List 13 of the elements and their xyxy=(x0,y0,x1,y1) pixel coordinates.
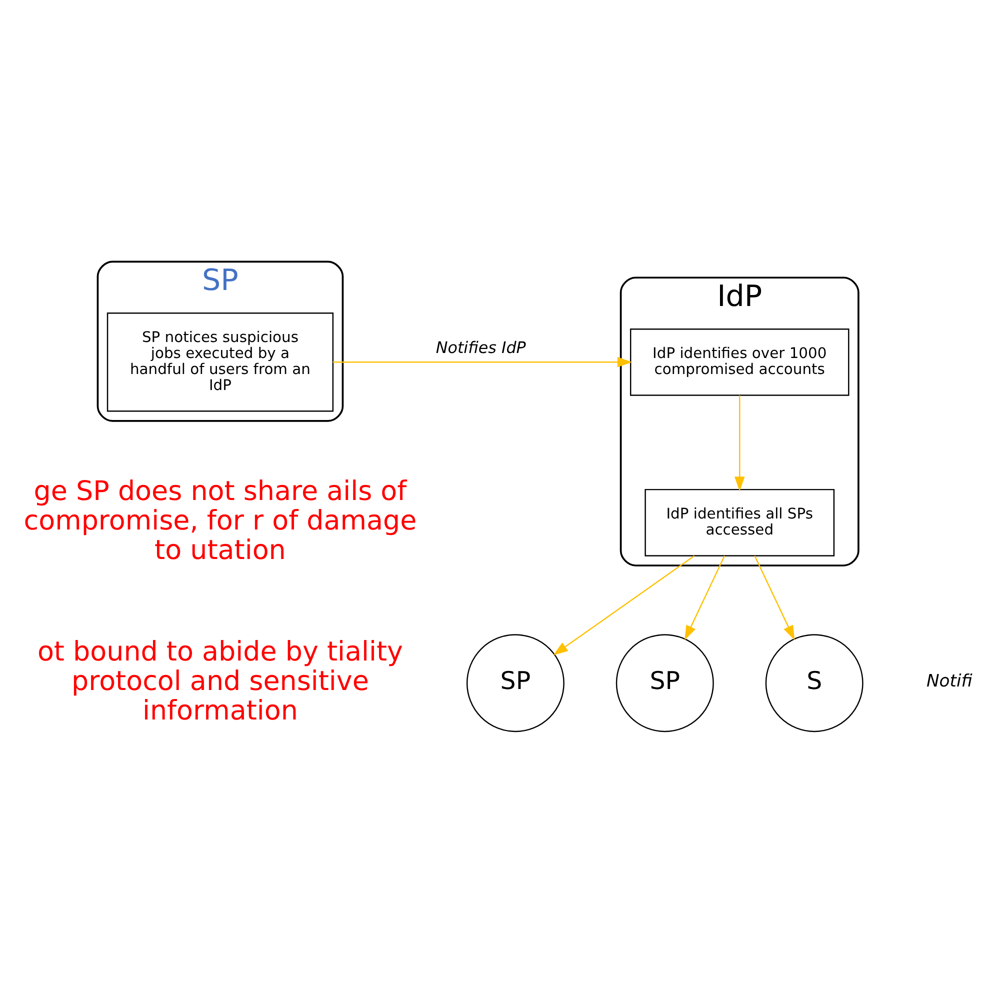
label: Notifi xyxy=(926,670,972,691)
node-circle: S xyxy=(765,634,864,732)
arrow xyxy=(553,554,695,655)
arrow xyxy=(332,356,632,367)
edge-label: Notifies IdP xyxy=(436,337,526,356)
node-box: IdP identifies all SPs accessed xyxy=(644,488,835,556)
label: ot bound to abide by tiality protocol and sensitive information xyxy=(37,636,404,726)
node-box: SP notices suspicious jobs executed by a handful of users from an IdP xyxy=(106,312,334,412)
node-circle: SP xyxy=(616,634,714,732)
arrow xyxy=(734,394,745,491)
label: ge SP does not share ails of compromise, for r of damage to utation xyxy=(24,476,417,566)
node-box: IdP identifies over 1000 compromised accounts xyxy=(630,328,850,396)
node-circle: SP xyxy=(466,634,564,732)
